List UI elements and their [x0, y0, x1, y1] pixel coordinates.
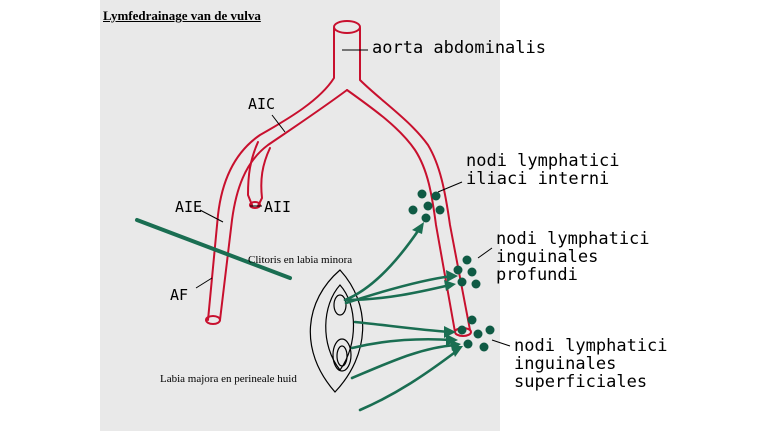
- aorta-wall-right: [359, 27, 471, 331]
- node-iliaci: [408, 205, 418, 215]
- node-superficial: [463, 339, 473, 349]
- aii-branch: [247, 141, 271, 207]
- node-profundi: [453, 265, 463, 275]
- node-iliaci: [423, 201, 433, 211]
- vaginal-opening: [332, 338, 352, 372]
- node-superficial: [479, 342, 489, 352]
- node-iliaci: [417, 189, 427, 199]
- node-profundi: [457, 277, 467, 287]
- node-superficial: [485, 325, 495, 335]
- af-pointer: [195, 277, 213, 289]
- vaginal-opening-inner: [336, 345, 348, 367]
- clitoris-shape: [333, 294, 347, 316]
- bifurcation-inner-right: [346, 89, 456, 333]
- arrow-to-superf-lower: [350, 343, 457, 380]
- node-superficial: [467, 315, 477, 325]
- aorta-wall-left: [207, 27, 335, 321]
- label-superf-line2: inguinales: [514, 353, 617, 374]
- label-pointers: [195, 49, 511, 347]
- background-panel: [100, 0, 500, 431]
- lymph-nodes: [408, 189, 495, 352]
- clitoris-pointer-line: [135, 218, 292, 280]
- label-aorta: aorta abdominalis: [372, 38, 546, 58]
- vulva-sketch: [309, 269, 364, 393]
- label-iliaci: nodi lymphatici iliaci interni: [466, 151, 620, 189]
- labia-majora-outline: [309, 269, 364, 393]
- lymph-arrowheads: [412, 222, 463, 357]
- node-profundi: [462, 255, 472, 265]
- label-aie: AIE: [175, 198, 203, 216]
- label-superf-line1: nodi lymphatici: [514, 336, 668, 356]
- label-aic: AIC: [248, 95, 276, 113]
- arrowhead-profundi-upper: [446, 270, 458, 282]
- label-aii: AII: [264, 198, 292, 216]
- arrowhead-superf-middle: [446, 334, 458, 346]
- label-iliaci-line2: iliaci interni: [466, 168, 610, 189]
- label-profundi-line3: profundi: [496, 264, 578, 285]
- label-af: AF: [170, 286, 189, 304]
- arrowhead-profundi-lower: [444, 280, 456, 291]
- arrow-to-superf-upper: [353, 320, 452, 334]
- node-profundi: [471, 279, 481, 289]
- arrow-from-perineum: [358, 348, 460, 412]
- arrowhead-perineum: [451, 346, 463, 357]
- page-title: Lymfedrainage van de vulva: [103, 8, 261, 23]
- aie-pointer: [199, 209, 224, 223]
- bifurcation-inner-left: [219, 89, 348, 321]
- aii-opening: [249, 201, 261, 209]
- lymph-arrows: [343, 226, 460, 412]
- label-iliaci-line1: nodi lymphatici: [466, 151, 620, 171]
- node-iliaci: [421, 213, 431, 223]
- profundi-pointer: [477, 247, 493, 259]
- iliaci-pointer: [437, 181, 463, 193]
- label-labia: Labia majora en perineale huid: [160, 373, 297, 385]
- label-profundi: nodi lymphatici inguinales profundi: [496, 229, 650, 285]
- node-superficial: [473, 329, 483, 339]
- af-opening: [205, 315, 221, 325]
- arrowhead-iliaci: [412, 222, 424, 234]
- arrow-to-profundi-lower: [344, 283, 452, 302]
- label-superf-line3: superficiales: [514, 371, 648, 392]
- node-superficial: [457, 325, 467, 335]
- label-profundi-line2: inguinales: [496, 246, 599, 267]
- node-iliaci: [435, 205, 445, 215]
- arrow-to-superf-middle: [350, 337, 454, 350]
- aic-pointer: [271, 114, 286, 133]
- node-profundi: [467, 267, 477, 277]
- node-iliaci: [431, 191, 441, 201]
- label-superficiales: nodi lymphatici inguinales superficiales: [514, 336, 668, 392]
- label-profundi-line1: nodi lymphatici: [496, 229, 650, 249]
- label-clitoris: Clitoris en labia minora: [248, 254, 353, 266]
- arrow-to-iliaci: [343, 226, 422, 302]
- superf-pointer: [491, 339, 511, 347]
